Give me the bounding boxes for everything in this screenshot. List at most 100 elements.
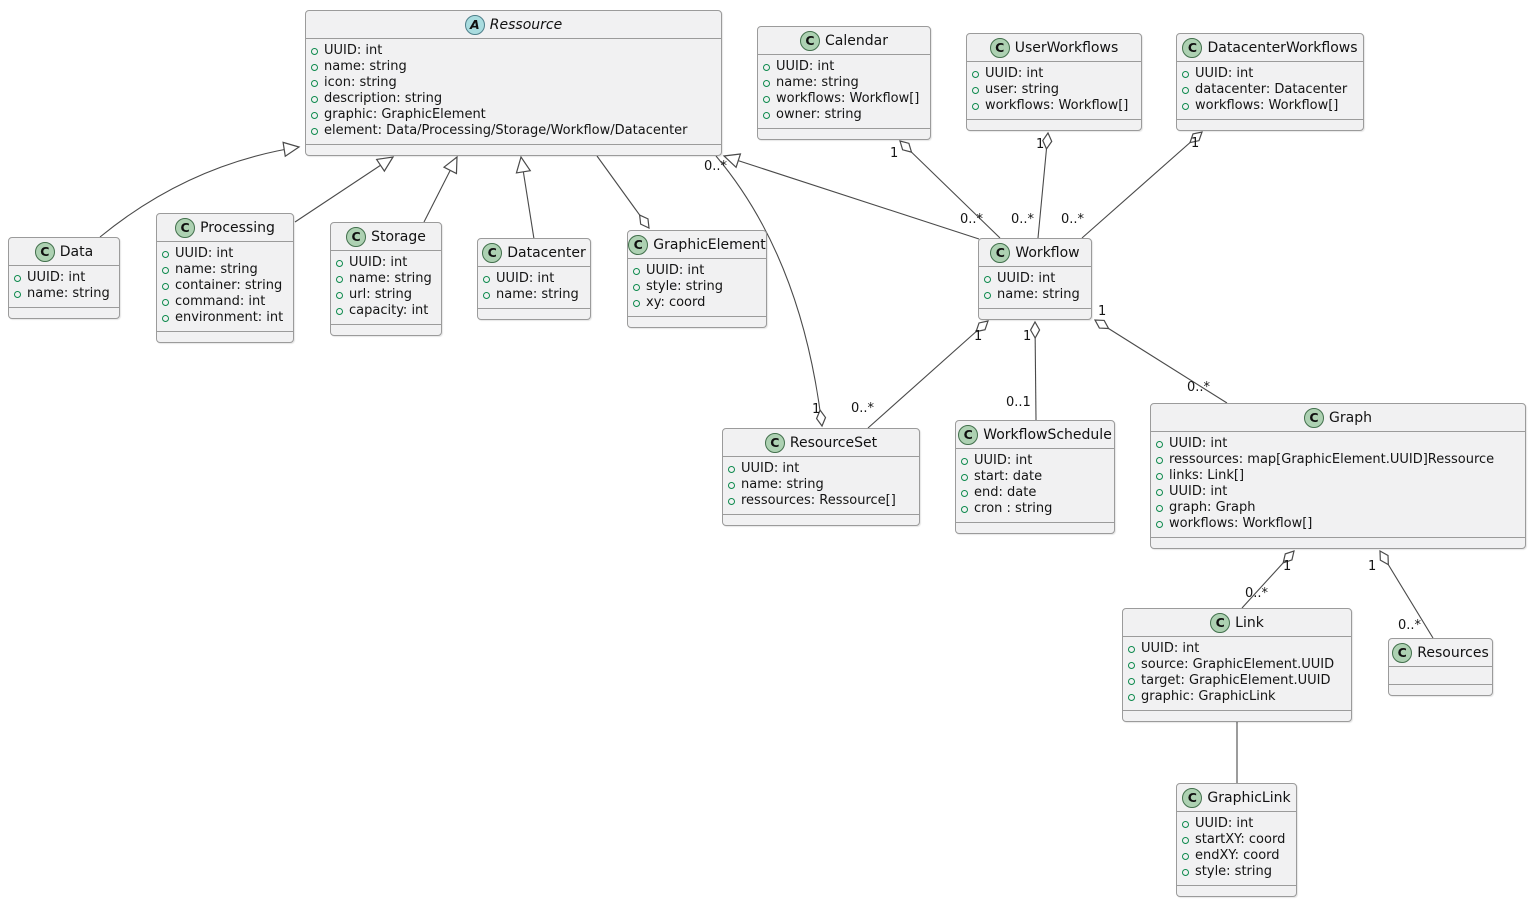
attribute-text: UUID: int [997, 271, 1056, 286]
attribute-text: ressources: Ressource[] [741, 493, 896, 508]
class-icon: C [958, 424, 979, 445]
attribute-row: cron : string [961, 501, 1107, 517]
class-name: Graph [1329, 409, 1372, 426]
attribute-row: UUID: int [728, 461, 912, 477]
field-visibility-icon [311, 63, 318, 71]
methods-compartment [1177, 886, 1296, 896]
attribute-row: owner: string [763, 107, 923, 123]
multiplicity-label: 0..* [851, 401, 875, 416]
attribute-row: datacenter: Datacenter [1182, 82, 1356, 98]
class-icon: C [1304, 407, 1325, 428]
attribute-row: UUID: int [336, 255, 434, 271]
class-icon: C [800, 30, 821, 51]
attribute-row: target: GraphicElement.UUID [1128, 673, 1344, 689]
class-name: WorkflowSchedule [983, 426, 1112, 443]
attribute-text: UUID: int [985, 66, 1044, 81]
attribute-text: name: string [496, 287, 579, 302]
attribute-row: UUID: int [483, 271, 583, 287]
attribute-text: graphic: GraphicElement [324, 107, 486, 122]
field-visibility-icon [14, 290, 21, 298]
class-icon: C [989, 37, 1010, 58]
attribute-text: url: string [349, 287, 413, 302]
field-visibility-icon [311, 95, 318, 103]
multiplicity-label: 1 [1036, 137, 1045, 152]
attribute-row: UUID: int [984, 271, 1084, 287]
edge-inheritance-Workflow-Ressource [722, 153, 980, 240]
field-visibility-icon [972, 70, 979, 78]
methods-compartment [723, 515, 919, 525]
attribute-row: UUID: int [1182, 816, 1289, 832]
attribute-row: links: Link[] [1156, 468, 1518, 484]
methods-compartment [758, 129, 930, 139]
field-visibility-icon [984, 275, 991, 283]
edge-aggregation-Workflow-DatacenterWorkflows [1081, 132, 1202, 239]
attribute-text: capacity: int [349, 303, 429, 318]
field-visibility-icon [162, 250, 169, 258]
attribute-text: datacenter: Datacenter [1195, 82, 1348, 97]
multiplicity-label: 0..1 [1006, 395, 1031, 410]
class-name: Resources [1417, 644, 1489, 661]
multiplicity-label: 0..* [704, 159, 728, 174]
attribute-text: links: Link[] [1169, 468, 1245, 483]
field-visibility-icon [336, 275, 343, 283]
field-visibility-icon [1182, 836, 1189, 844]
edge-aggregation-Workflow-UserWorkflows [1037, 133, 1048, 239]
class-icon: C [175, 217, 196, 238]
field-visibility-icon [311, 47, 318, 55]
attribute-row: element: Data/Processing/Storage/Workflo… [311, 123, 714, 139]
attribute-row: graphic: GraphicElement [311, 107, 714, 123]
attribute-row: style: string [633, 279, 759, 295]
attribute-row: name: string [984, 287, 1084, 303]
field-visibility-icon [961, 457, 968, 465]
methods-compartment [478, 309, 590, 319]
attribute-row: name: string [336, 271, 434, 287]
field-visibility-icon [961, 473, 968, 481]
class-icon: C [34, 241, 55, 262]
class-icon: C [346, 226, 367, 247]
field-visibility-icon [763, 95, 770, 103]
class-icon: C [764, 432, 785, 453]
attribute-text: workflows: Workflow[] [1169, 516, 1313, 531]
field-visibility-icon [311, 111, 318, 119]
attribute-text: graph: Graph [1169, 500, 1256, 515]
attribute-text: description: string [324, 91, 443, 106]
field-visibility-icon [162, 298, 169, 306]
attribute-text: name: string [324, 59, 407, 74]
attribute-text: UUID: int [496, 271, 555, 286]
attribute-row: UUID: int [1156, 436, 1518, 452]
attribute-row: style: string [1182, 864, 1289, 880]
attribute-text: name: string [27, 286, 110, 301]
attribute-text: workflows: Workflow[] [985, 98, 1129, 113]
attribute-row: start: date [961, 469, 1107, 485]
multiplicity-label: 1 [812, 402, 821, 417]
class-icon: C [482, 242, 503, 263]
class-icon: C [990, 242, 1011, 263]
attribute-row: workflows: Workflow[] [1156, 516, 1518, 532]
attribute-row: UUID: int [162, 246, 286, 262]
attributes-compartment [1389, 667, 1492, 685]
field-visibility-icon [763, 63, 770, 71]
attribute-row: url: string [336, 287, 434, 303]
attribute-row: description: string [311, 91, 714, 107]
edge-aggregation-Ressource-ResourceSet [715, 155, 822, 426]
field-visibility-icon [728, 465, 735, 473]
edge-aggregation-ResourceSet-Workflow [867, 321, 988, 429]
attribute-row: name: string [728, 477, 912, 493]
attribute-row: name: string [483, 287, 583, 303]
attribute-row: name: string [763, 75, 923, 91]
